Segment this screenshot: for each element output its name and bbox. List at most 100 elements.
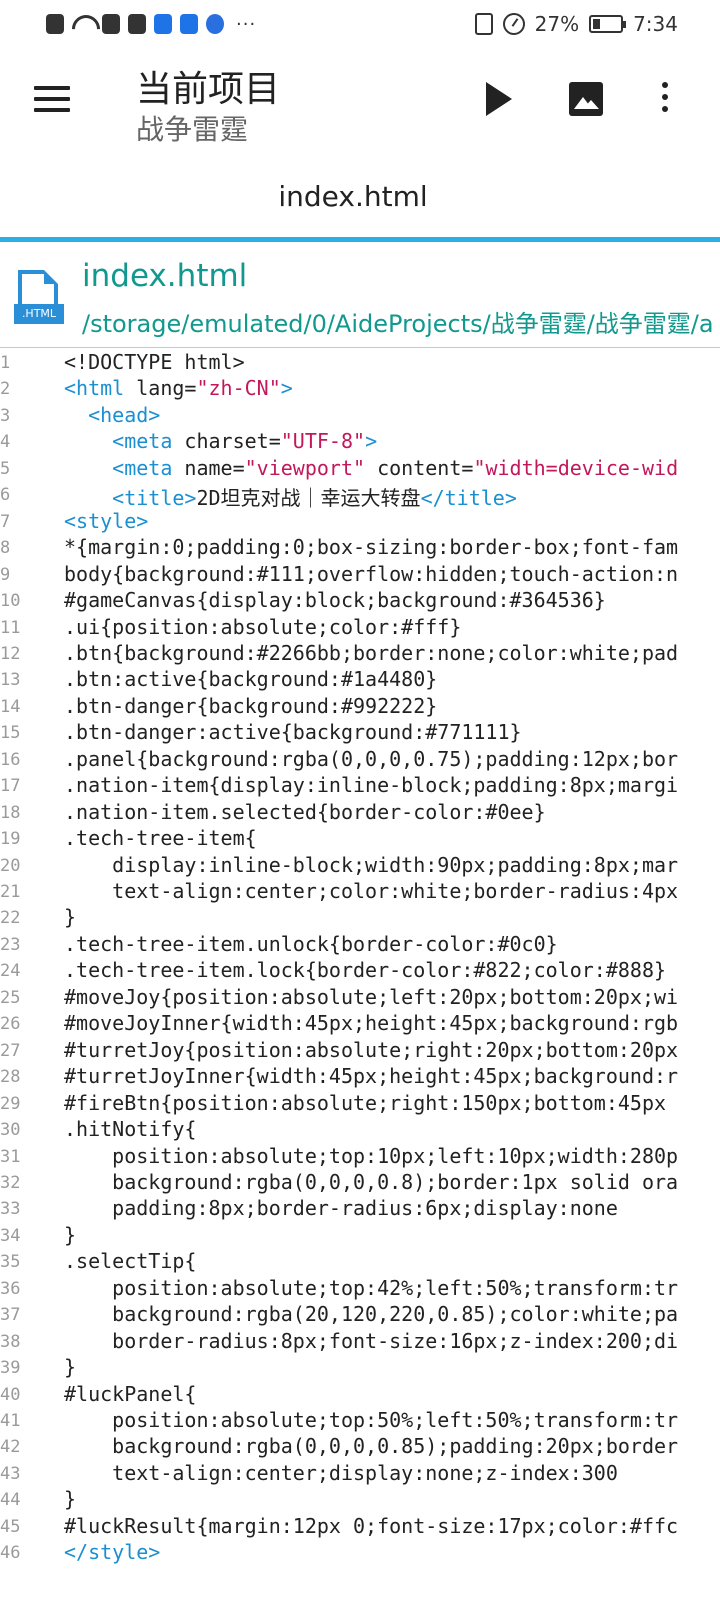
code-line[interactable]: 24.tech-tree-item.lock{border-color:#822… [0, 958, 720, 984]
code-line[interactable]: 43 text-align:center;display:none;z-inde… [0, 1461, 720, 1487]
code-line[interactable]: 16.panel{background:rgba(0,0,0,0.75);pad… [0, 747, 720, 773]
line-number: 15 [0, 723, 21, 744]
line-content: } [64, 1487, 76, 1511]
code-line[interactable]: 41 position:absolute;top:50%;left:50%;tr… [0, 1408, 720, 1434]
code-token: > [280, 376, 293, 401]
code-line[interactable]: 35.selectTip{ [0, 1249, 720, 1275]
play-icon [486, 82, 512, 116]
code-line[interactable]: 5 <meta name="viewport" content="width=d… [0, 456, 720, 482]
run-button[interactable] [486, 82, 516, 116]
line-number: 20 [0, 855, 21, 876]
line-number: 8 [0, 538, 11, 559]
code-line[interactable]: 32 background:rgba(0,0,0,0.8);border:1px… [0, 1170, 720, 1196]
code-line[interactable]: 30.hitNotify{ [0, 1117, 720, 1143]
line-content: } [64, 1223, 76, 1247]
code-line[interactable]: 29#fireBtn{position:absolute;right:150px… [0, 1091, 720, 1117]
code-token: #turretJoyInner{width:45px;height:45px;b… [64, 1064, 679, 1089]
code-token: #luckResult{margin:12px 0;font-size:17px… [64, 1513, 679, 1538]
weather-icon [206, 14, 224, 34]
code-line[interactable]: 15 .btn-danger:active{background:#771111} [0, 720, 720, 746]
code-line[interactable]: 6 <title>2D坦克对战｜幸运大转盘</title> [0, 482, 720, 511]
code-line[interactable]: 28#turretJoyInner{width:45px;height:45px… [0, 1064, 720, 1090]
code-line[interactable]: 31 position:absolute;top:10px;left:10px;… [0, 1144, 720, 1170]
line-content: <html lang="zh-CN"> [64, 376, 293, 400]
code-token: "zh-CN" [196, 376, 281, 401]
line-content: .selectTip{ [64, 1249, 196, 1273]
code-line[interactable]: 45#luckResult{margin:12px 0;font-size:17… [0, 1514, 720, 1540]
code-line[interactable]: 23.tech-tree-item.unlock{border-color:#0… [0, 932, 720, 958]
code-line[interactable]: 27#turretJoy{position:absolute;right:20p… [0, 1038, 720, 1064]
code-line[interactable]: 38 border-radius:8px;font-size:16px;z-in… [0, 1329, 720, 1355]
line-number: 26 [0, 1014, 21, 1035]
code-line[interactable]: 36 position:absolute;top:42%;left:50%;tr… [0, 1276, 720, 1302]
html-file-icon: .HTML [14, 270, 64, 326]
line-content: #luckResult{margin:12px 0;font-size:17px… [64, 1514, 678, 1538]
line-content: .btn-danger{background:#992222} [64, 694, 437, 718]
code-line[interactable]: 20 display:inline-block;width:90px;paddi… [0, 853, 720, 879]
code-line[interactable]: 34} [0, 1223, 720, 1249]
tab-bar: index.html [0, 152, 720, 242]
code-line[interactable]: 40#luckPanel{ [0, 1382, 720, 1408]
code-line[interactable]: 25#moveJoy{position:absolute;left:20px;b… [0, 985, 720, 1011]
line-content: .btn:active{background:#1a4480} [64, 667, 437, 691]
more-vert-icon[interactable] [660, 82, 670, 116]
code-token: } [64, 1487, 77, 1512]
code-token: position:absolute;top:50%;left:50%;trans… [64, 1408, 679, 1432]
code-line[interactable]: 46</style> [0, 1540, 720, 1566]
code-line[interactable]: 19.tech-tree-item{ [0, 826, 720, 852]
code-line[interactable]: 1<!DOCTYPE html> [0, 350, 720, 376]
line-number: 42 [0, 1437, 21, 1458]
code-line[interactable]: 12.btn{background:#2266bb;border:none;co… [0, 641, 720, 667]
line-content: display:inline-block;width:90px;padding:… [64, 853, 678, 877]
code-line[interactable]: 17.nation-item{display:inline-block;padd… [0, 773, 720, 799]
line-content: #fireBtn{position:absolute;right:150px;b… [64, 1091, 666, 1115]
notification-icons: ··· [46, 14, 475, 35]
code-line[interactable]: 39} [0, 1355, 720, 1381]
tab-index-html[interactable]: index.html [278, 180, 428, 213]
code-line[interactable]: 11.ui{position:absolute;color:#fff} [0, 615, 720, 641]
line-number: 38 [0, 1331, 21, 1352]
code-token: 2D坦克对战｜幸运大转盘 [196, 486, 421, 511]
code-line[interactable]: 42 background:rgba(0,0,0,0.85);padding:2… [0, 1434, 720, 1460]
code-token: .btn:active{background:#1a4480} [64, 667, 438, 692]
code-line[interactable]: 13.btn:active{background:#1a4480} [0, 667, 720, 693]
code-token: content= [365, 455, 474, 480]
code-line[interactable]: 22} [0, 905, 720, 931]
line-content: position:absolute;top:10px;left:10px;wid… [64, 1144, 678, 1168]
code-line[interactable]: 33 padding:8px;border-radius:6px;display… [0, 1196, 720, 1222]
line-number: 43 [0, 1463, 21, 1484]
battery-icon [589, 15, 627, 33]
file-header[interactable]: .HTML index.html /storage/emulated/0/Aid… [0, 242, 720, 348]
code-line[interactable]: 37 background:rgba(20,120,220,0.85);colo… [0, 1302, 720, 1328]
code-token: .btn-danger:active{background:#771111} [64, 720, 522, 745]
battery-percent: 27% [534, 12, 580, 36]
code-line[interactable]: 14 .btn-danger{background:#992222} [0, 694, 720, 720]
code-token: display:inline-block;width:90px;padding:… [64, 852, 679, 877]
status-bar: ··· 27% 7:34 [0, 0, 720, 48]
line-content: background:rgba(0,0,0,0.85);padding:20px… [64, 1434, 678, 1458]
code-line[interactable]: 21 text-align:center;color:white;border-… [0, 879, 720, 905]
line-content: <style> [64, 509, 148, 533]
code-line[interactable]: 18.nation-item.selected{border-color:#0e… [0, 800, 720, 826]
code-line[interactable]: 10#gameCanvas{display:block;background:#… [0, 588, 720, 614]
code-line[interactable]: 8*{margin:0;padding:0;box-sizing:border-… [0, 535, 720, 561]
code-line[interactable]: 7<style> [0, 509, 720, 535]
line-content: #turretJoyInner{width:45px;height:45px;b… [64, 1064, 678, 1088]
project-name: 战争雷霆 [136, 113, 249, 146]
line-number: 17 [0, 776, 21, 797]
code-editor[interactable]: 1<!DOCTYPE html>2<html lang="zh-CN">3 <h… [0, 350, 720, 1600]
code-line[interactable]: 2<html lang="zh-CN"> [0, 376, 720, 402]
line-number: 31 [0, 1146, 21, 1167]
code-line[interactable]: 3 <head> [0, 403, 720, 429]
image-icon[interactable] [569, 82, 603, 116]
code-token: body{background:#111;overflow:hidden;tou… [64, 561, 679, 586]
cloud-icon [180, 14, 198, 34]
line-number: 19 [0, 829, 21, 850]
menu-icon[interactable] [34, 86, 70, 114]
code-line[interactable]: 26#moveJoyInner{width:45px;height:45px;b… [0, 1011, 720, 1037]
code-line[interactable]: 44} [0, 1487, 720, 1513]
line-number: 14 [0, 696, 21, 717]
code-token: </style> [64, 1540, 161, 1565]
code-line[interactable]: 4 <meta charset="UTF-8"> [0, 429, 720, 455]
